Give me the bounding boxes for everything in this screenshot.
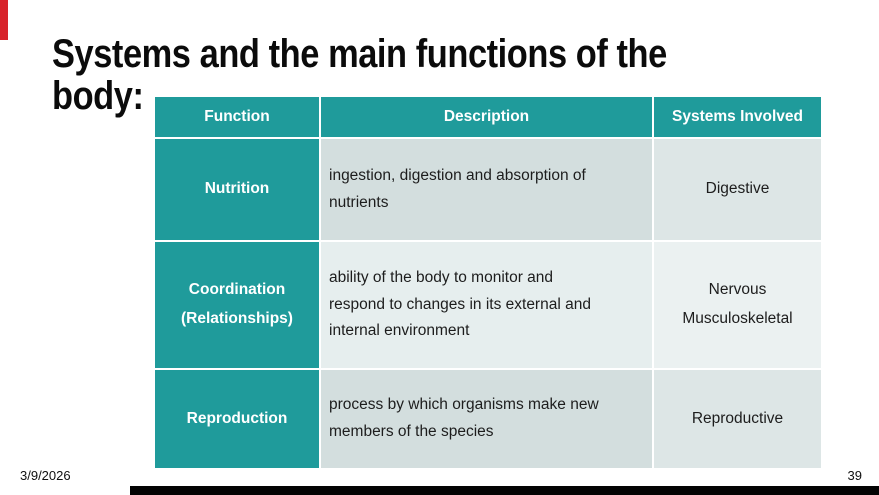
- row-reproduction-systems-cell: Reproductive: [654, 370, 821, 468]
- row-reproduction-label: Reproduction: [186, 409, 288, 427]
- row-nutrition-function-cell: Nutrition: [155, 139, 319, 240]
- row-nutrition-label: Nutrition: [204, 180, 270, 198]
- row-coordination-description-cell: ability of the body to monitor and respo…: [321, 242, 652, 368]
- row-reproduction-description-cell: process by which organisms make new memb…: [321, 370, 652, 468]
- slide-title-line-2: body:: [52, 74, 144, 118]
- footer-page-number: 39: [847, 468, 862, 483]
- body-functions-table: Function Description Systems Involved Nu…: [155, 97, 821, 468]
- description-line: nutrients: [329, 193, 389, 211]
- column-header-function: Function: [155, 97, 319, 137]
- description-line: ability of the body to monitor and: [329, 269, 554, 287]
- column-header-description: Description: [321, 97, 652, 137]
- systems-line: Digestive: [705, 180, 770, 198]
- slide-title-line-1: Systems and the main functions of the: [52, 32, 667, 76]
- top-left-accent-bar: [0, 0, 8, 40]
- description-line: process by which organisms make new: [329, 396, 599, 414]
- description-line: members of the species: [329, 423, 494, 440]
- systems-line: Musculoskeletal: [682, 310, 793, 327]
- row-coordination-sublabel: (Relationships): [181, 310, 293, 327]
- footer-date: 3/9/2026: [20, 468, 71, 483]
- slide-title: Systems and the main functions of the bo…: [52, 33, 667, 117]
- row-reproduction-function-cell: Reproduction: [155, 370, 319, 468]
- row-coordination-label: Coordination: [188, 281, 286, 299]
- systems-line: Reproductive: [691, 409, 784, 427]
- description-line: ingestion, digestion and absorption of: [329, 166, 586, 184]
- row-coordination-systems-cell: Nervous Musculoskeletal: [654, 242, 821, 368]
- systems-line: Nervous: [708, 281, 767, 299]
- row-coordination-function-cell: Coordination (Relationships): [155, 242, 319, 368]
- description-line: internal environment: [329, 322, 470, 340]
- bottom-black-bar: [130, 486, 879, 495]
- column-header-systems-involved: Systems Involved: [654, 97, 821, 137]
- row-nutrition-description-cell: ingestion, digestion and absorption of n…: [321, 139, 652, 240]
- row-nutrition-systems-cell: Digestive: [654, 139, 821, 240]
- description-line: respond to changes in its external and: [329, 295, 591, 313]
